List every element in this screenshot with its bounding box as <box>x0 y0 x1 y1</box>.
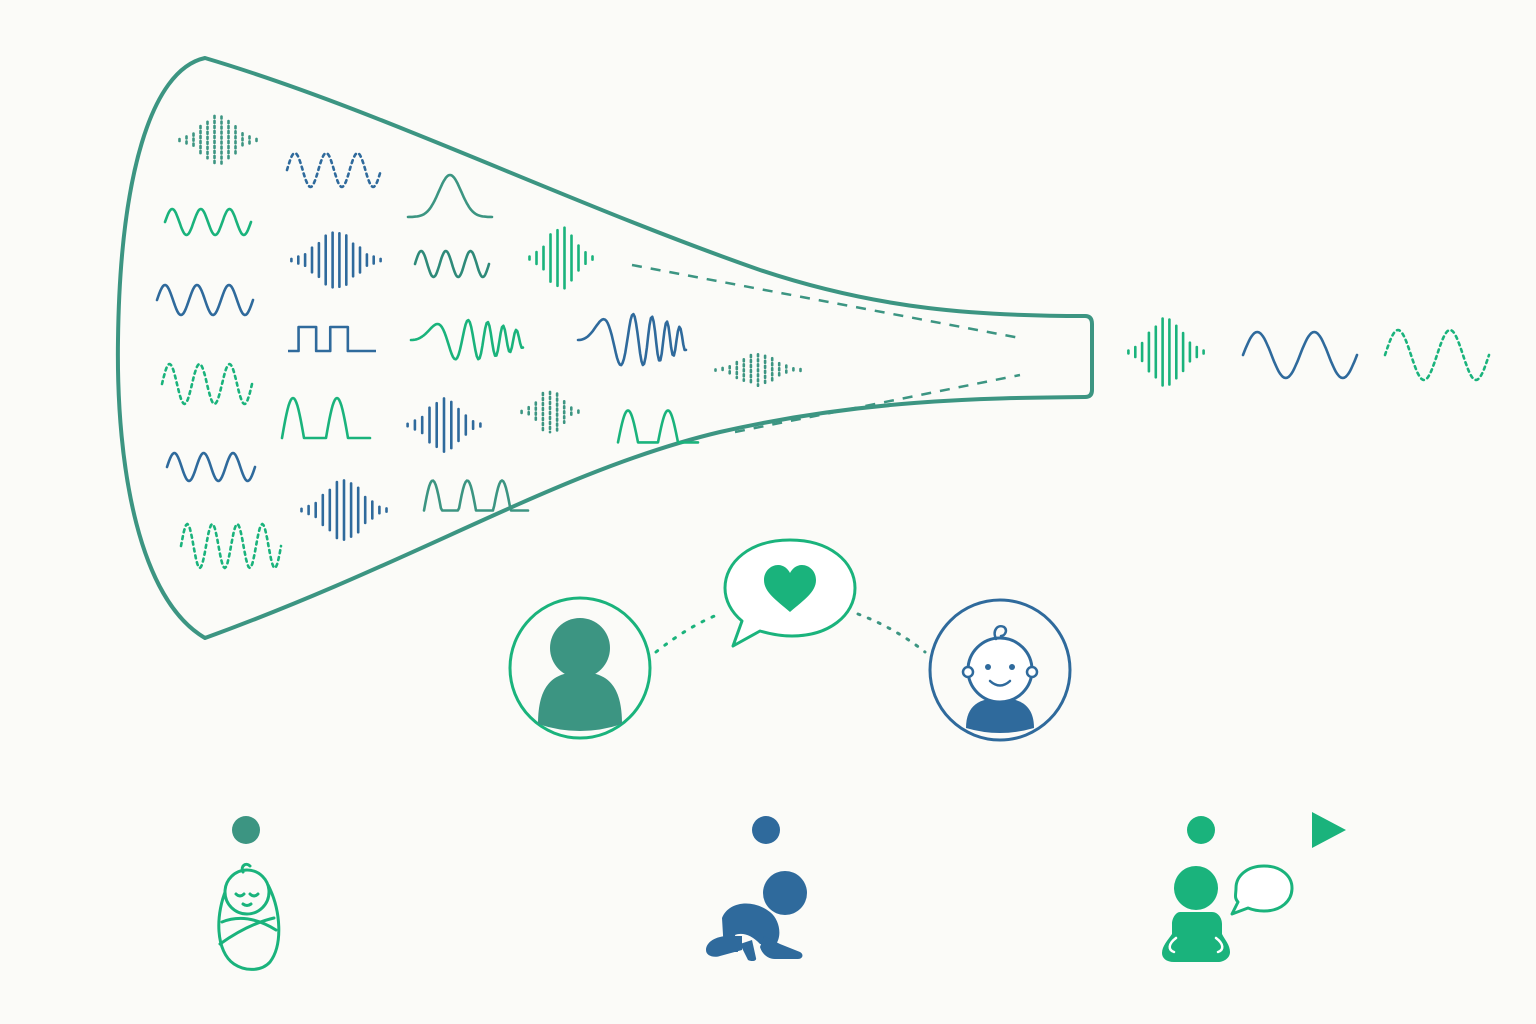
input-waveform-17 <box>616 409 700 444</box>
output-waveform-2 <box>1241 330 1359 380</box>
output-waveform-3 <box>1383 328 1491 382</box>
input-waveform-4 <box>163 207 253 237</box>
dashed-guide-lower <box>734 373 1021 434</box>
dotted-connector-right <box>856 612 927 654</box>
input-waveform-2 <box>285 151 383 189</box>
input-waveform-3 <box>406 173 494 219</box>
output-waveform-1 <box>1127 317 1205 387</box>
input-waveform-10 <box>409 318 525 361</box>
input-waveform-18 <box>165 451 257 483</box>
input-waveform-13 <box>714 352 802 388</box>
funnel-outline <box>115 56 1094 640</box>
input-waveform-19 <box>300 479 388 541</box>
funnel-output-signals <box>1127 317 1491 387</box>
timeline-arrowhead <box>1312 812 1346 848</box>
swaddled-newborn-icon <box>217 862 281 971</box>
input-waveform-20 <box>422 479 530 512</box>
input-waveform-12 <box>160 362 254 406</box>
input-waveform-16 <box>520 390 580 434</box>
timeline-node-toddler <box>1187 816 1215 844</box>
input-waveform-1 <box>178 114 258 166</box>
talking-toddler-icon <box>1162 864 1294 962</box>
input-waveform-21 <box>179 522 283 570</box>
input-waveform-14 <box>280 396 372 440</box>
timeline <box>232 812 1346 848</box>
input-waveform-9 <box>288 325 376 353</box>
heart-speech-bubble-icon <box>723 538 857 648</box>
input-waveform-6 <box>413 249 491 279</box>
timeline-node-newborn <box>232 816 260 844</box>
input-waveform-5 <box>290 231 382 289</box>
funnel-input-signals <box>155 114 802 570</box>
input-waveform-15 <box>406 397 482 453</box>
dotted-connector-left <box>654 611 724 654</box>
baby-face-icon <box>928 598 1072 742</box>
input-waveform-8 <box>155 283 255 317</box>
input-waveform-11 <box>576 312 688 367</box>
crawling-baby-icon <box>706 871 807 962</box>
dashed-guide-upper <box>631 263 1021 340</box>
timeline-node-crawler <box>752 816 780 844</box>
input-waveform-7 <box>528 226 594 290</box>
adult-person-icon <box>508 596 652 740</box>
